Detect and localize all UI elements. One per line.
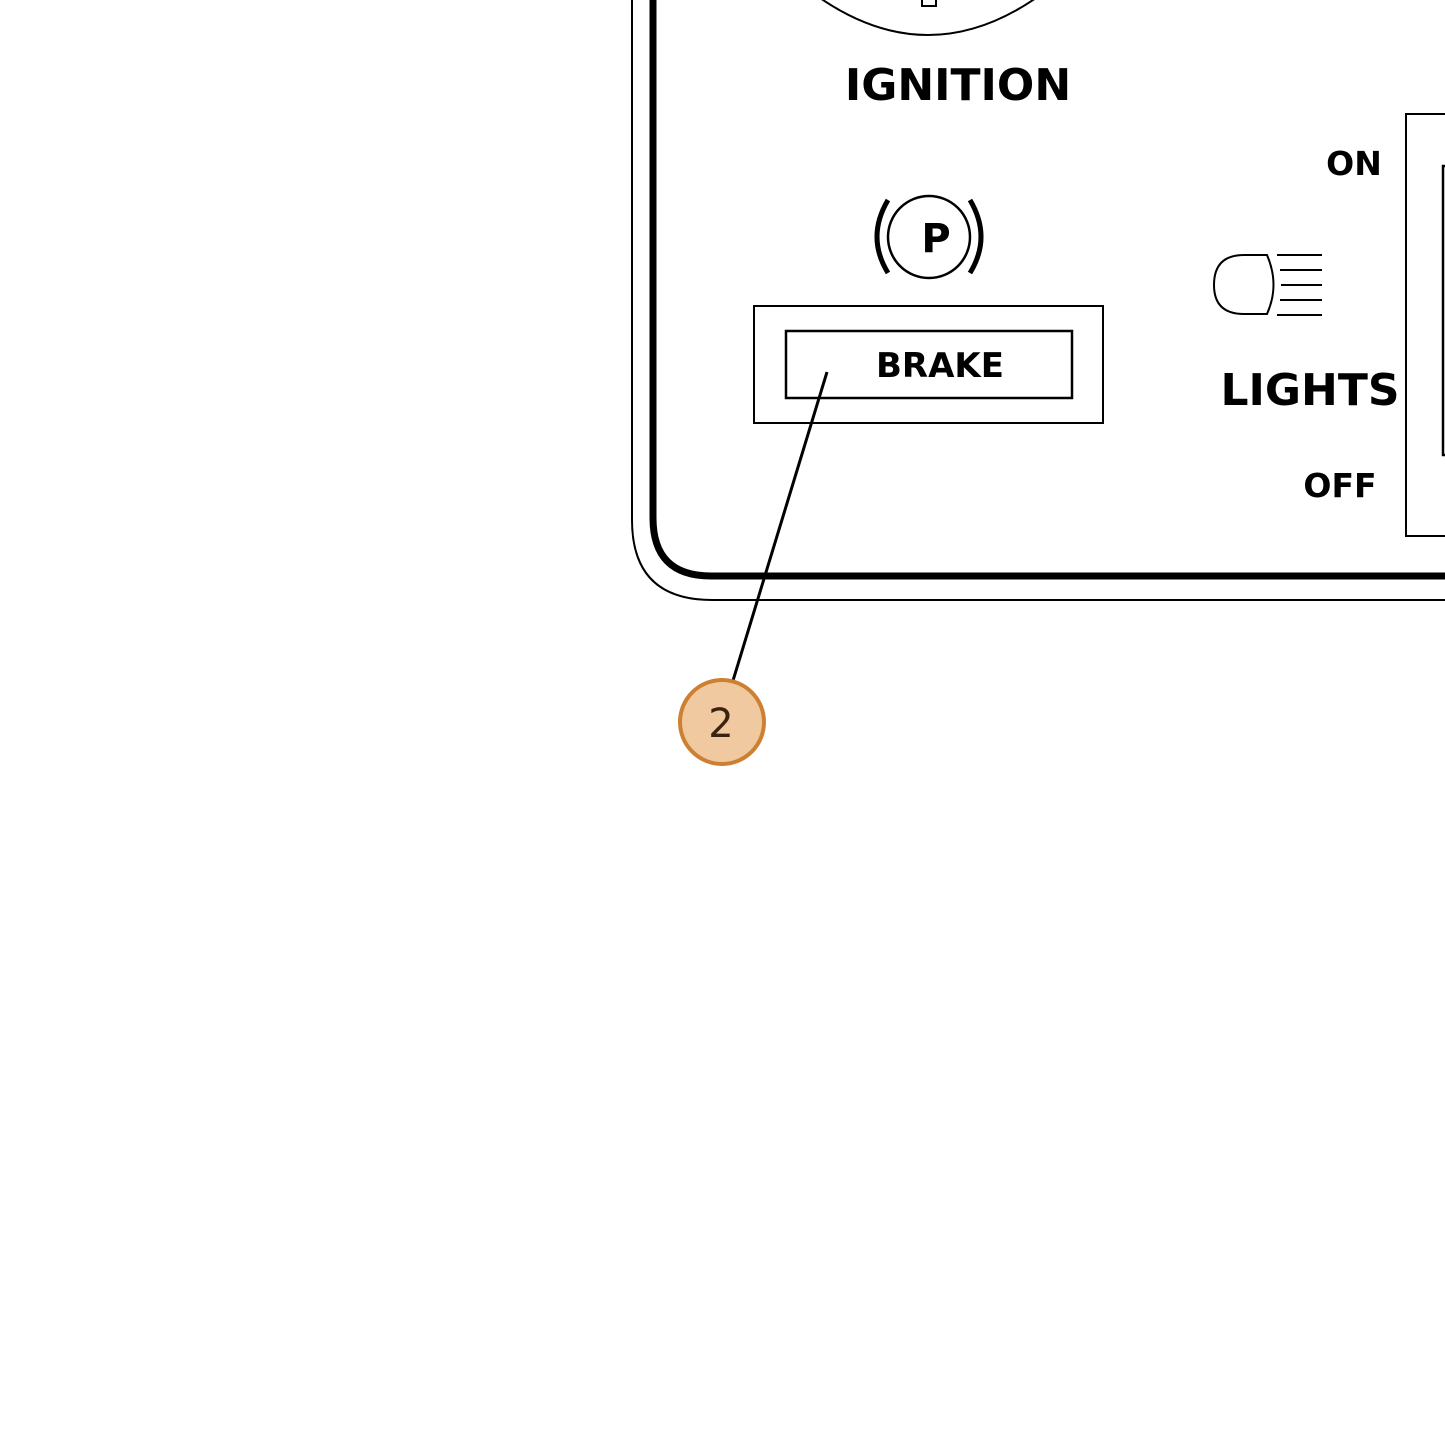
lights-switch-housing bbox=[1405, 113, 1445, 537]
callout-number: 2 bbox=[708, 701, 733, 747]
panel-outer-border bbox=[631, 0, 1445, 601]
callout-badge[interactable]: 2 bbox=[678, 678, 766, 766]
ignition-label: IGNITION bbox=[845, 60, 1071, 111]
brake-label: BRAKE bbox=[876, 346, 1004, 386]
lights-off-label: OFF bbox=[1303, 466, 1376, 505]
panel-inner-border bbox=[649, 0, 1445, 580]
parking-brake-icon: P bbox=[874, 194, 984, 280]
ignition-switch-icon bbox=[821, 0, 1035, 36]
parking-brake-symbol: P bbox=[921, 216, 950, 262]
brake-indicator-window bbox=[784, 329, 1074, 400]
lights-label: LIGHTS bbox=[1220, 365, 1399, 416]
callout-circle bbox=[678, 678, 766, 766]
brake-indicator-outer bbox=[753, 305, 1104, 424]
callout-leader-line bbox=[726, 371, 829, 698]
headlight-icon bbox=[1212, 254, 1322, 316]
lights-on-label: ON bbox=[1326, 144, 1382, 183]
